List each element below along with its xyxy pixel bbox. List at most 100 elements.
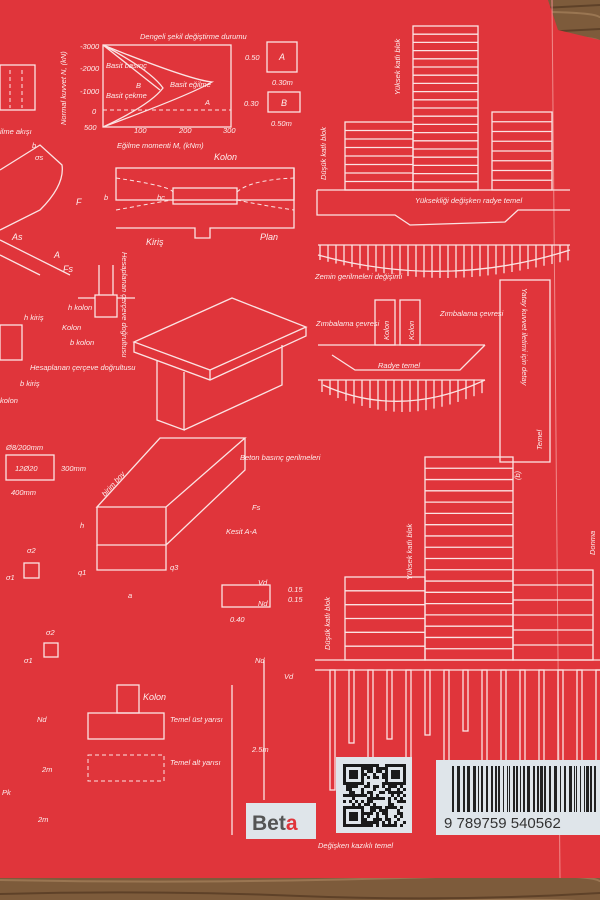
kolon-1: Kolon [382, 321, 391, 340]
plan-diagram: b bc Kolon Kiriş Plan [104, 152, 295, 247]
joint-hkolon: h kolon [68, 303, 92, 312]
nd2: Nd [255, 656, 265, 665]
width-dim: 0.40 [230, 615, 245, 624]
dusuk-label: Düşük katlı blok [319, 126, 328, 180]
barcode-bar [463, 766, 465, 812]
barcode-bar [554, 766, 557, 812]
barcode-bar [498, 766, 500, 812]
svg-text:Beta: Beta [252, 812, 298, 835]
zimbalama-2: Zımbalama çevresi [439, 309, 504, 318]
barcode-bar [495, 766, 497, 812]
dim1: 0.15 [288, 585, 303, 594]
raft-labels: Yüksekliği değişken radye temel Yüksek k… [314, 37, 571, 480]
dim2: 0.15 [288, 595, 303, 604]
barcode-bar [560, 766, 561, 812]
height-label: 300mm [61, 464, 86, 473]
barcode-bar [457, 766, 460, 812]
width-label: 400mm [11, 488, 36, 497]
plan-bc: bc [157, 193, 165, 202]
chart-label: Basit çekme [106, 91, 147, 100]
barcode-bar [590, 766, 592, 812]
isbn-number: 9 789759 540562 [444, 815, 561, 832]
pile [348, 669, 355, 744]
vd-label: Vd [258, 578, 268, 587]
x-tick: 300 [223, 126, 236, 135]
barcode-bar [580, 766, 581, 812]
vd2: Vd [284, 672, 294, 681]
logo-text: Bet [252, 812, 286, 835]
section-a-height: 0.50 [245, 53, 260, 62]
y-tick: -1000 [80, 87, 100, 96]
nd: Nd [37, 715, 47, 724]
barcode-bar [569, 766, 572, 812]
pile [424, 669, 431, 736]
publisher-logo: Beta [246, 803, 316, 839]
section-b-height: 0.30 [244, 99, 259, 108]
vd-section: Vd Nd 0.15 0.15 0.40 [221, 578, 303, 624]
temel-label: Temel [535, 430, 544, 450]
nd-label: Nd [258, 599, 268, 608]
stirrup-label: Ø8/200mm [5, 443, 43, 452]
barcode: 9 789759 540562 [436, 760, 600, 835]
joint-kolon: Kolon [62, 323, 81, 332]
barcode-bar [584, 766, 585, 812]
y-axis-label: Normal kuvvet N, (kN) [59, 51, 68, 125]
barcode-bar [491, 766, 493, 812]
q3-label: q3 [170, 563, 179, 572]
ust-yarisi: Temel üst yarısı [170, 715, 223, 724]
zimbalama-1: Zımbalama çevresi [315, 319, 380, 328]
joint-bkiris: b kiriş [20, 379, 40, 388]
pile [329, 669, 336, 791]
barcode-bar [481, 766, 483, 812]
kolon-2: Kolon [407, 321, 416, 340]
pile [386, 669, 393, 740]
beam-a: A [53, 250, 60, 260]
barcode-bar [520, 766, 521, 812]
pk: Pk [2, 788, 12, 797]
piles-yuksek: Yüksek katlı blok [405, 522, 414, 580]
kesit-label: Kesit A-A [226, 527, 257, 536]
beam-b: b [32, 141, 36, 150]
column-section: Ø8/200mm 12Ø20 300mm 400mm [5, 443, 86, 497]
fs-label: Fs [252, 503, 261, 512]
bars-label: 12Ø20 [15, 464, 38, 473]
barcode-bar [540, 766, 543, 812]
y-tick: 500 [84, 123, 97, 132]
sigma1: σ1 [6, 573, 15, 582]
barcode-bar [586, 766, 589, 812]
joint-direction-top: Hesaplanan çerçeve doğrultusu [120, 252, 129, 358]
radye-temel: Radye temel [378, 361, 420, 370]
h-label: h [80, 521, 84, 530]
stress-cubes: σ2 σ1 σ2 σ1 [6, 546, 59, 665]
y-tick: 0 [92, 107, 97, 116]
plan-b: b [104, 193, 108, 202]
barcode-bar [533, 766, 535, 812]
barcode-bar [549, 766, 551, 812]
section-a-label: A [278, 52, 285, 62]
beam-f: F [76, 197, 82, 207]
interaction-chart: -3000 -2000 -1000 0 500 100 200 300 Eğil… [59, 32, 248, 150]
a-label: a [128, 591, 132, 600]
barcode-bar [527, 766, 530, 812]
barcode-bar [507, 766, 508, 812]
plan-title: Plan [260, 232, 278, 242]
section-a-width: 0.30m [272, 78, 293, 87]
beam-fs: Fs [63, 264, 73, 274]
dim-2-5m: 2.5m [251, 745, 269, 754]
chart-label: Basit eğilme [170, 80, 211, 89]
joint-bkolon: b kolon [70, 338, 94, 347]
barcode-bar [486, 766, 488, 812]
barcode-bar [576, 766, 577, 812]
dim-2m: 2m [41, 765, 52, 774]
zemin-label: Zemin gerilmeleri değişimi [314, 272, 402, 281]
sigma2: σ2 [27, 546, 37, 555]
plan-kolon: Kolon [214, 152, 237, 162]
barcode-bar [544, 766, 546, 812]
barcode-bar [473, 766, 476, 812]
donma-label: Donma [588, 531, 597, 555]
flow-label: ilme akışı [0, 127, 32, 136]
dim-2m: 2m [37, 815, 48, 824]
section-b-width: 0.50m [271, 119, 292, 128]
spine-edge [551, 0, 561, 879]
